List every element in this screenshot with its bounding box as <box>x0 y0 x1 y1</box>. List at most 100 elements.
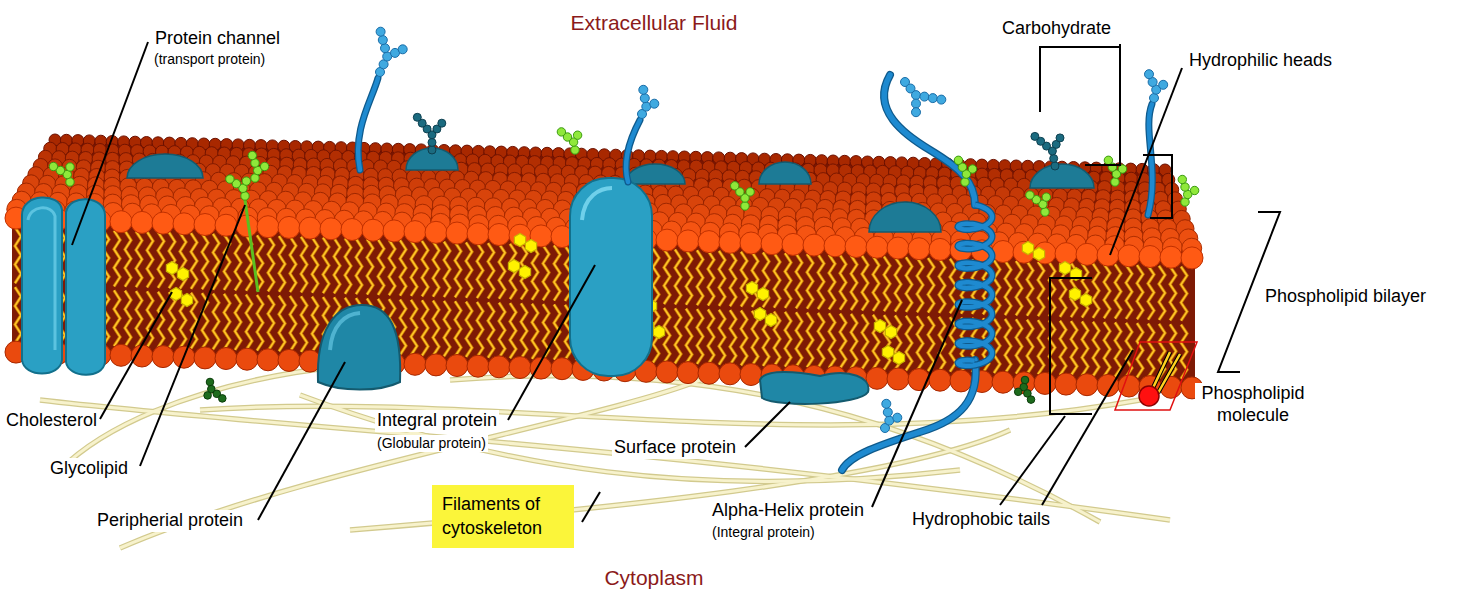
tail-outline <box>466 243 472 298</box>
sugar-unit <box>1111 178 1119 186</box>
hydrophobic-tail <box>730 310 736 365</box>
helix-coil <box>958 205 992 366</box>
cytoskeleton-filaments <box>40 360 1170 548</box>
hydrophobic-tail <box>752 252 758 307</box>
hydrophobic-tail <box>1115 323 1121 377</box>
hydrophobic-tail <box>862 314 868 369</box>
part-label: Phospholipid molecule <box>1195 383 1311 426</box>
tail-outline <box>994 319 1000 373</box>
glycolipid-stalk <box>245 200 258 292</box>
tail-outline <box>1126 323 1132 377</box>
hydrophobic-tail <box>114 290 120 346</box>
cholesterol-ring <box>519 266 530 279</box>
tail <box>1152 352 1180 393</box>
leader-line <box>140 205 245 466</box>
phospholipid-head <box>992 241 1014 263</box>
phospholipid-head <box>1139 246 1161 268</box>
sugar-unit <box>968 165 976 173</box>
tail-outline <box>499 244 505 299</box>
hydrophobic-tail <box>1016 261 1022 315</box>
cholesterol-ring <box>166 262 177 275</box>
part-label: Carbohydrate <box>1000 18 1113 40</box>
sugar-unit <box>398 45 407 54</box>
sugar-unit <box>650 99 659 108</box>
tail-outline <box>807 254 813 309</box>
sugar-unit <box>954 156 962 164</box>
tail-outline <box>851 314 857 369</box>
phospholipid-head <box>1013 241 1035 263</box>
globular-protein <box>570 178 652 376</box>
tail-outline <box>1082 263 1088 317</box>
phospholipid-head <box>782 233 804 255</box>
hydrophobic-tail <box>917 258 923 313</box>
phospholipid-head <box>131 345 153 367</box>
tail-outline <box>675 250 681 305</box>
cholesterol-ring <box>1022 242 1033 255</box>
hydrophobic-tail <box>818 313 824 368</box>
hydrophobic-tail <box>730 251 736 306</box>
hydrophobic-tail <box>147 232 153 288</box>
hydrophobic-tail <box>499 303 505 358</box>
hydrophobic-tail <box>554 245 560 300</box>
tail-outline <box>1159 266 1165 320</box>
phospholipid-head <box>1076 243 1098 265</box>
phospholipid-head <box>887 368 909 390</box>
tail-outline <box>378 240 384 295</box>
tail-outline <box>356 239 362 294</box>
hydrophobic-tail <box>389 240 395 295</box>
sugar-unit <box>1190 186 1198 194</box>
tail-outline <box>444 242 450 297</box>
label-anchor: Peripherial protein <box>95 510 245 532</box>
phospholipid-molecule <box>1115 342 1197 410</box>
tail-outline <box>785 312 791 367</box>
hydrophobic-tail <box>719 310 725 365</box>
phospholipid-head <box>887 237 909 259</box>
sugar-unit <box>1050 155 1058 163</box>
sugar-unit <box>1027 396 1035 404</box>
hydrophobic-tail <box>1005 261 1011 315</box>
hydrophobic-tail <box>1082 322 1088 376</box>
tail-outline <box>543 245 549 300</box>
part-label: Surface protein <box>612 437 738 459</box>
sugar-unit <box>912 108 921 117</box>
phospholipid-head <box>1055 243 1077 265</box>
tail-outline <box>400 300 406 355</box>
hydrophobic-tail <box>125 231 131 287</box>
tail-outline <box>147 232 153 288</box>
tail-outline <box>1152 352 1180 393</box>
hydrophobic-tail <box>1148 324 1154 378</box>
protein-dome <box>869 202 941 232</box>
hydrophobic-tail <box>1016 319 1022 373</box>
hydrophobic-tail <box>1005 319 1011 373</box>
tail-outline <box>312 297 318 353</box>
phospholipid-head <box>278 216 300 238</box>
tail-outline <box>290 237 296 293</box>
hydrophobic-tail <box>994 319 1000 373</box>
tail-outline <box>884 257 890 312</box>
tail-outline <box>158 292 164 348</box>
leader-line <box>100 292 172 419</box>
tail-outline <box>1148 266 1154 320</box>
tail-outline <box>719 251 725 306</box>
hydrophobic-tail <box>125 291 131 347</box>
hydrophobic-tail <box>1137 265 1143 319</box>
phospholipid-head <box>173 213 195 235</box>
tail-outline <box>840 255 846 310</box>
tail-outline <box>939 258 945 313</box>
hydrophobic-tail <box>499 244 505 299</box>
helix-chain <box>842 360 976 470</box>
hydrophobic-tail <box>785 312 791 367</box>
phospholipid-head <box>299 217 321 239</box>
hydrophobic-tail <box>334 238 340 293</box>
tail-outline <box>917 258 923 313</box>
bracket <box>1143 155 1172 218</box>
phospholipid-head <box>425 354 447 376</box>
protein-dome <box>759 162 811 184</box>
hydrophobic-tail <box>785 253 791 308</box>
hydrophobic-tail <box>158 232 164 288</box>
part-label: Alpha-Helix protein <box>710 500 866 522</box>
hydrophobic-tail <box>774 253 780 308</box>
phospholipid-head <box>656 361 678 383</box>
sugar-unit <box>1104 156 1112 164</box>
hydrophobic-tail <box>895 257 901 312</box>
